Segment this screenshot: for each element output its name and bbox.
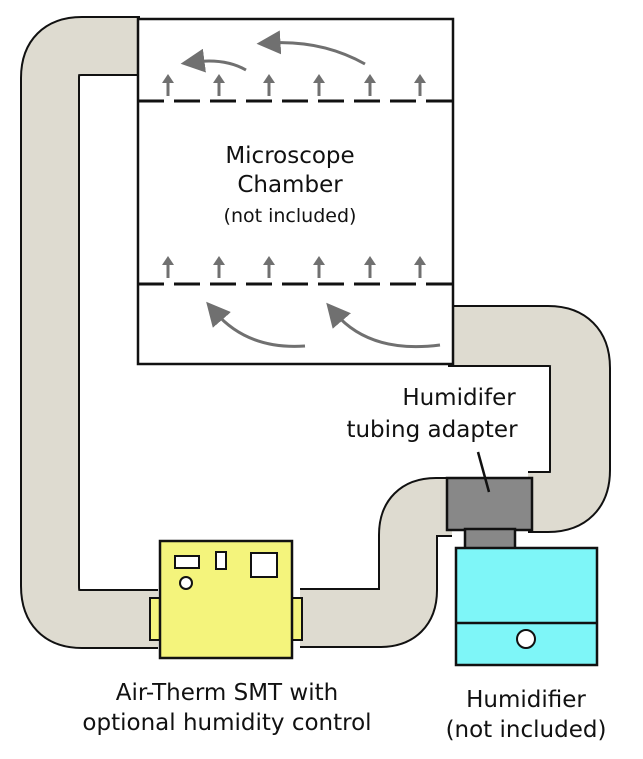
up-arrow-icon (364, 74, 376, 96)
humidifier-knob (516, 629, 536, 649)
adapter-label-line2: tubing adapter (346, 417, 518, 443)
airtherm-to-adapter-tube (300, 477, 466, 648)
up-arrow-icon (263, 256, 275, 278)
humidifier-label-line2: (not included) (446, 717, 607, 743)
curved-airflow-arrow (326, 302, 441, 349)
humidifier (454, 546, 599, 667)
left-air-tube (20, 16, 158, 649)
curved-airflow-arrow (256, 30, 366, 66)
air-therm-unit (149, 539, 303, 660)
up-arrow-icon (213, 256, 225, 278)
adapter-pointer-line (476, 451, 491, 493)
airtherm-screen (250, 552, 278, 578)
chamber-title-line2: Chamber (237, 172, 343, 198)
adapter-to-chamber-tube (448, 305, 611, 533)
airtherm-knob (179, 576, 193, 590)
up-arrow-icon (263, 74, 275, 96)
airtherm-label-line2: optional humidity control (82, 710, 371, 736)
chamber-note: (not included) (224, 205, 357, 227)
up-arrow-icon (414, 256, 426, 278)
up-arrow-icon (162, 256, 174, 278)
humidifier-tubing-adapter (445, 476, 534, 551)
up-arrow-icon (364, 256, 376, 278)
up-arrow-icon (162, 74, 174, 96)
upper-airflow-arrows (162, 74, 426, 96)
airtherm-switch (215, 551, 227, 570)
adapter-label-line1: Humidifer (402, 385, 516, 411)
up-arrow-icon (213, 74, 225, 96)
lower-airflow-arrows (162, 256, 426, 278)
curved-airflow-arrow (206, 301, 306, 348)
microscope-chamber: Microscope Chamber (not included) (136, 17, 455, 366)
airtherm-display (174, 555, 200, 569)
chamber-title-line1: Microscope (225, 143, 354, 169)
airtherm-label-line1: Air-Therm SMT with (116, 680, 338, 706)
up-arrow-icon (313, 74, 325, 96)
adapter-neck (463, 527, 517, 551)
up-arrow-icon (414, 74, 426, 96)
up-arrow-icon (313, 256, 325, 278)
humidifier-label-line1: Humidifier (466, 687, 586, 713)
curved-airflow-arrow (180, 48, 247, 73)
